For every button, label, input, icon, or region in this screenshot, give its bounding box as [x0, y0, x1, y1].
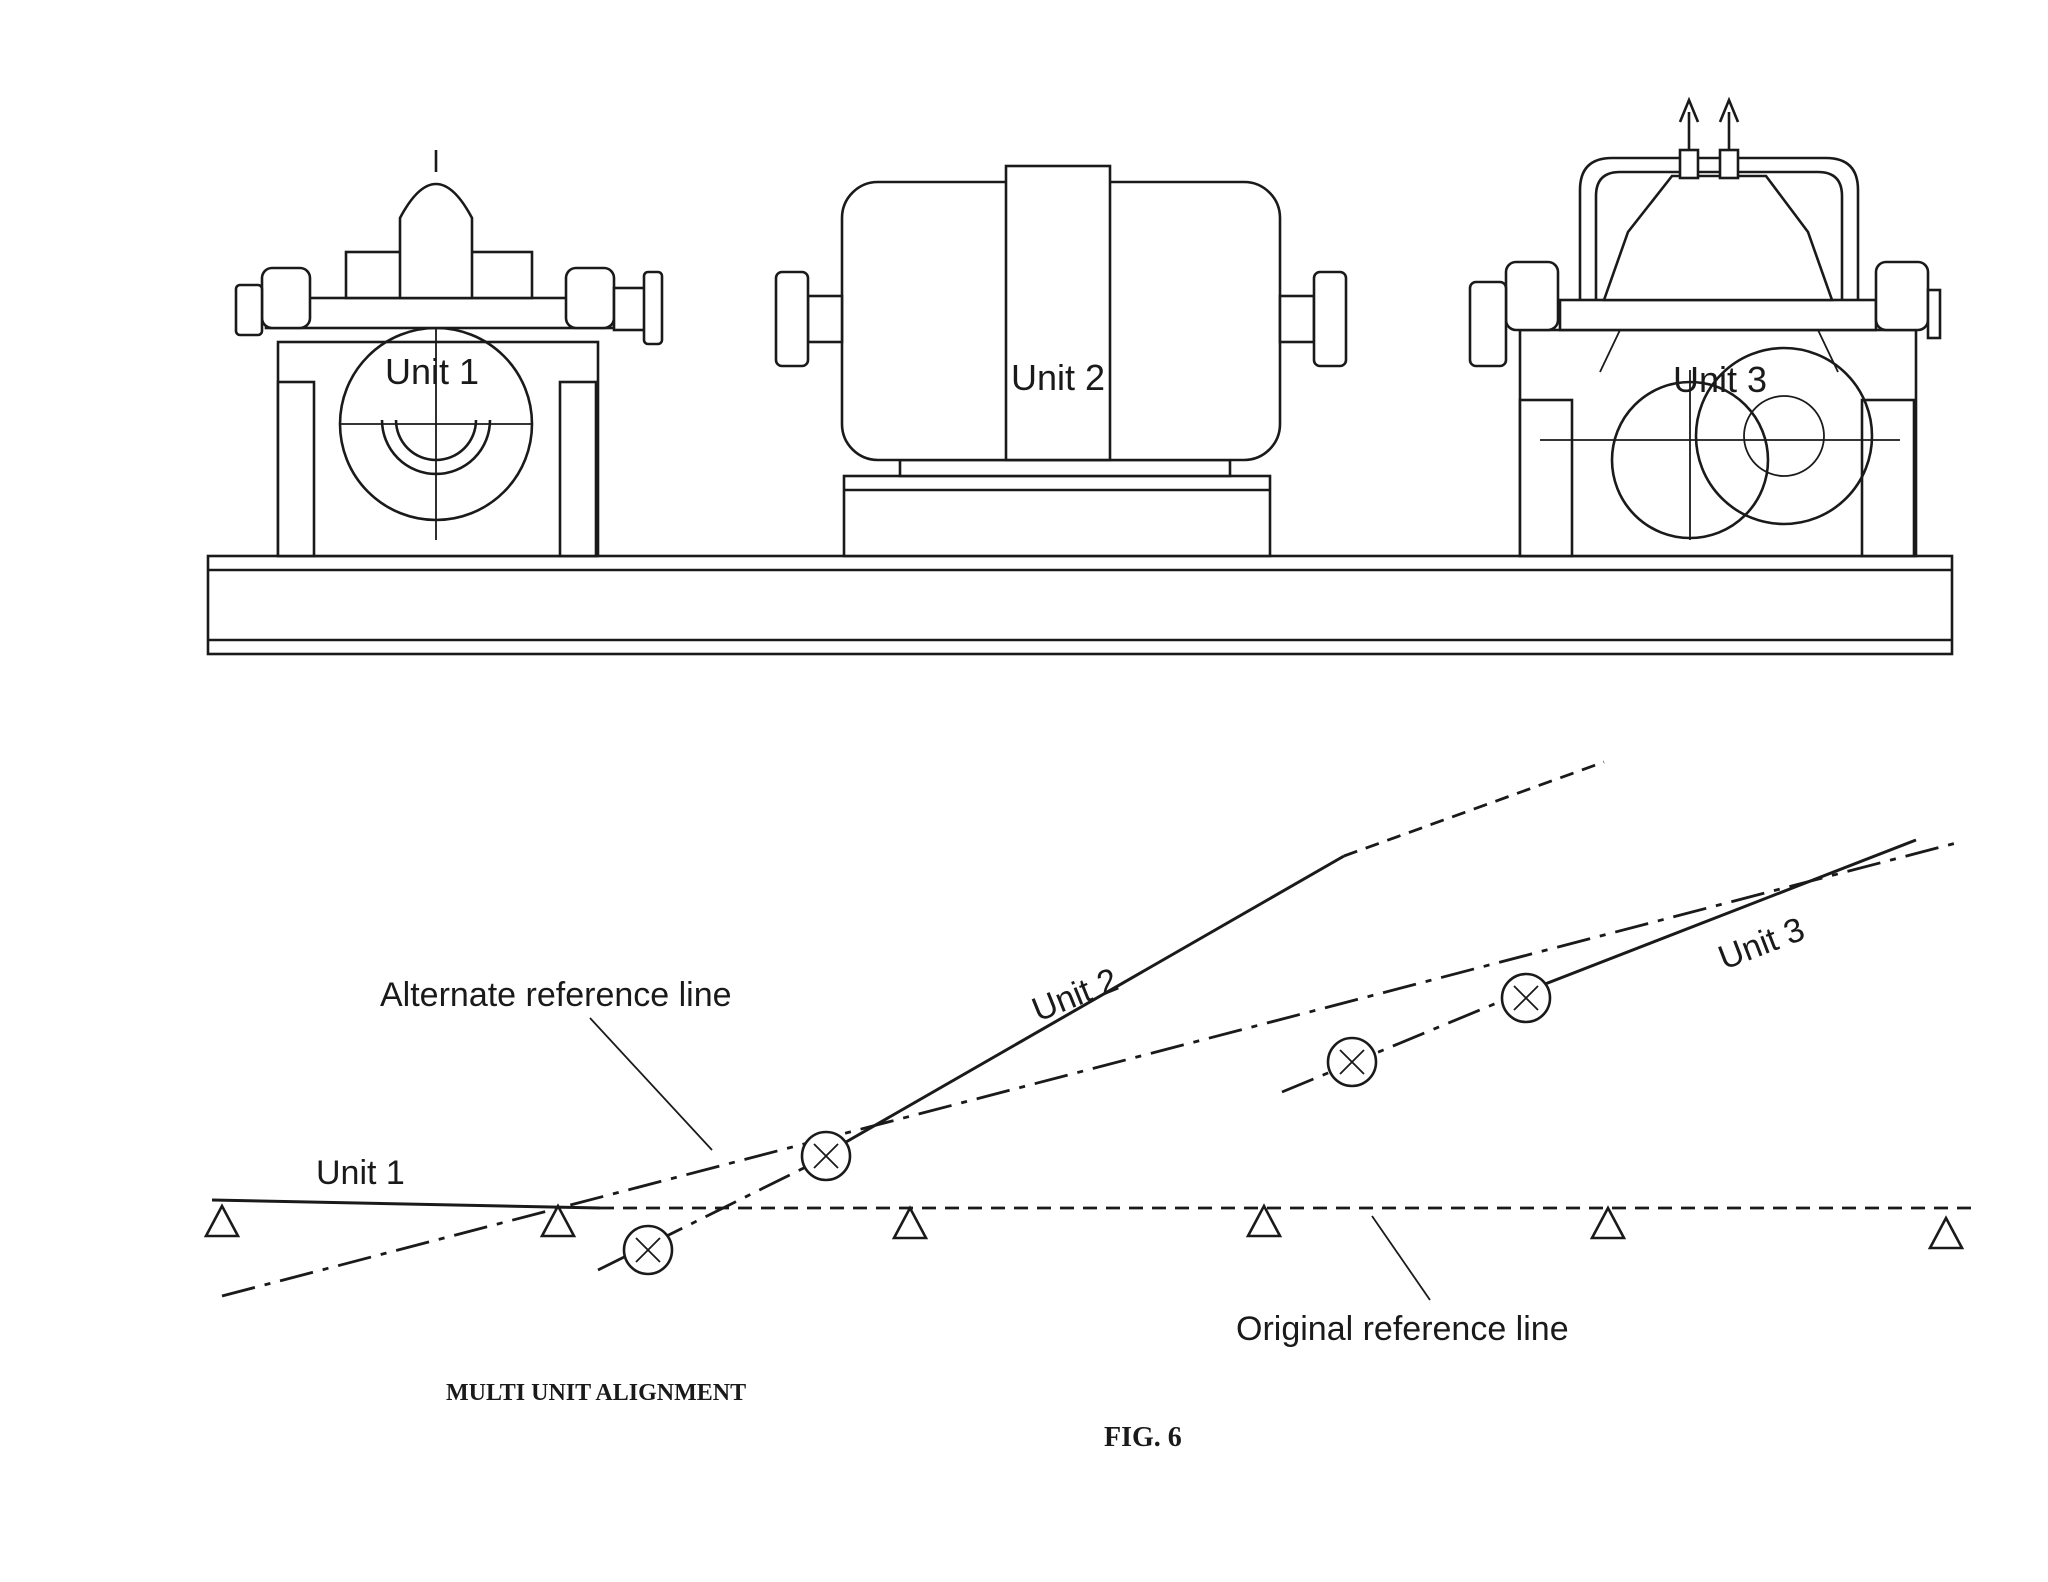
original-reference-label: Original reference line [1236, 1310, 1569, 1348]
unit-3-label: Unit 3 [1673, 359, 1767, 400]
unit-3-line [1539, 838, 1917, 988]
unit-2-motor: Unit 2 [774, 164, 1348, 558]
support-triangle-icon [1589, 1205, 1627, 1240]
coupling-markers [622, 972, 1552, 1276]
line-label-unit-2: Unit 2 [1027, 961, 1124, 1030]
alternate-reference-line [221, 840, 1961, 1298]
alignment-diagram: Unit 1 Unit 2 Unit 3 Alternate reference… [203, 760, 1980, 1348]
unit-2-line-extension [597, 1158, 821, 1272]
support-triangle-icon [1245, 1203, 1283, 1238]
circled-x-icon [622, 1224, 674, 1276]
unit-2-label: Unit 2 [1011, 357, 1105, 398]
unit-3-pump: Unit 3 [1468, 96, 1942, 558]
support-triangle-icon [203, 1203, 241, 1238]
support-markers [203, 1203, 1965, 1250]
original-reference-leader [1371, 1215, 1431, 1301]
unit-1-pump: Unit 1 [234, 150, 664, 558]
figure-subtitle: MULTI UNIT ALIGNMENT [446, 1380, 746, 1406]
machine-train-drawing: Unit 1 Unit 2 [206, 96, 1954, 656]
circled-x-icon [1326, 1036, 1378, 1088]
circled-x-icon [800, 1130, 852, 1182]
support-triangle-icon [891, 1205, 929, 1240]
unit-1-line [211, 1198, 601, 1210]
support-triangle-icon [1927, 1215, 1965, 1250]
base-plate [206, 554, 1954, 656]
figure-caption: FIG. 6 [1104, 1422, 1182, 1453]
unit-2-line-projection [1343, 760, 1605, 858]
unit-1-label: Unit 1 [385, 351, 479, 392]
alternate-reference-leader [589, 1017, 713, 1151]
circled-x-icon [1500, 972, 1552, 1024]
line-label-unit-3: Unit 3 [1713, 910, 1810, 977]
unit-2-line [845, 854, 1345, 1144]
support-triangle-icon [539, 1203, 577, 1238]
line-label-unit-1: Unit 1 [316, 1154, 405, 1192]
alternate-reference-label: Alternate reference line [380, 976, 732, 1014]
unit-3-line-extension [1281, 998, 1505, 1094]
